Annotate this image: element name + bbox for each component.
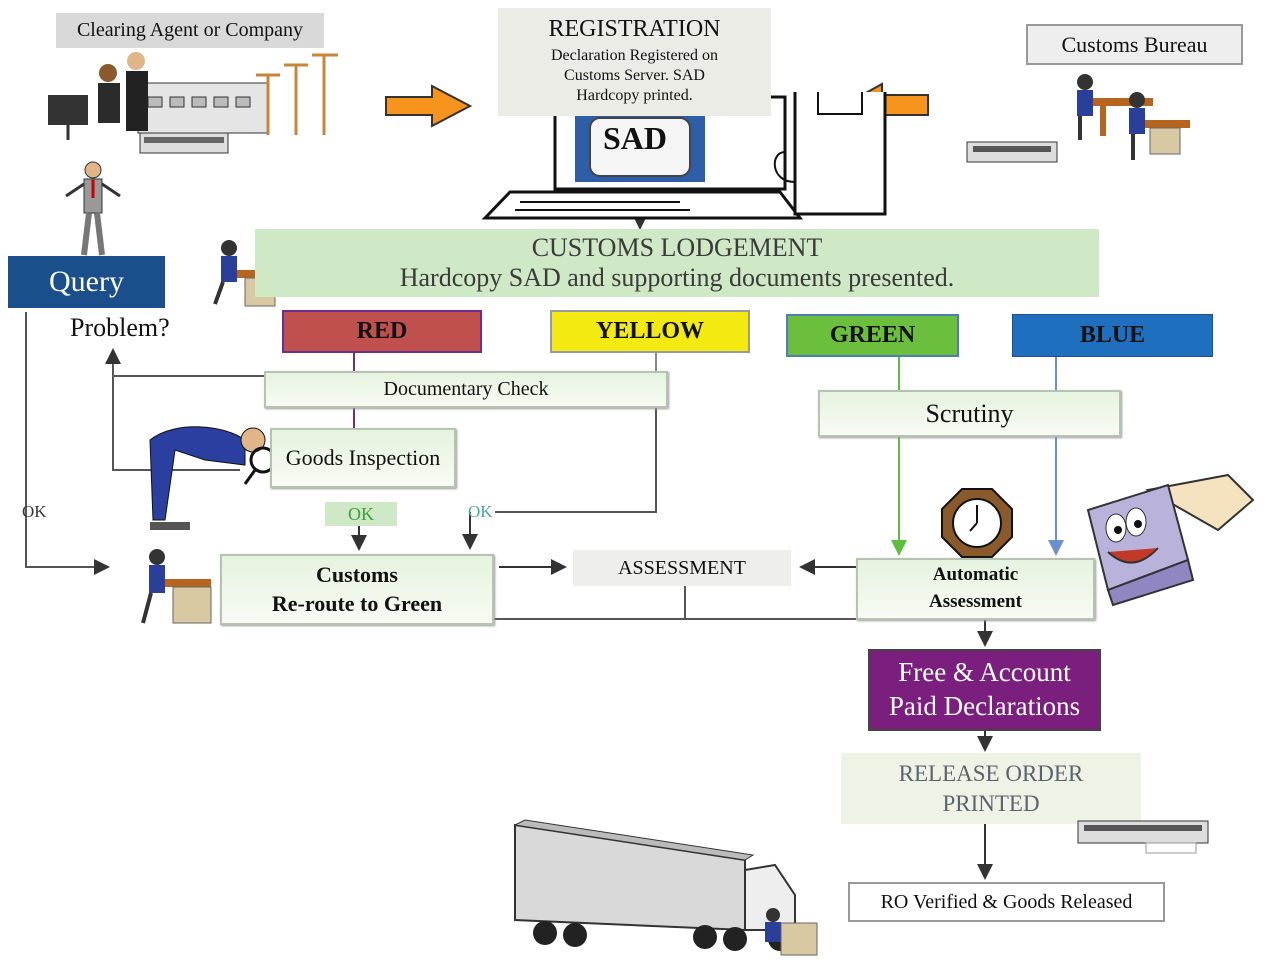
sad-label: SAD <box>603 120 668 156</box>
fax-machine-cartoon-icon <box>1086 473 1255 607</box>
ok-label-yellow: OK <box>468 502 493 521</box>
reroute-line2: Re-route to Green <box>271 590 443 616</box>
channel-green: GREEN <box>786 314 959 357</box>
automatic-assessment-box: Automatic Assessment <box>856 558 1095 620</box>
customs-bureau-label: Customs Bureau <box>1026 24 1243 65</box>
goods-inspection-box: Goods Inspection <box>270 428 456 488</box>
free-account-box: Free & Account Paid Declarations <box>868 649 1101 731</box>
channel-yellow: YELLOW <box>550 310 750 353</box>
lodgement-subtitle: Hardcopy SAD and supporting documents pr… <box>399 263 955 292</box>
scrutiny-box: Scrutiny <box>818 390 1121 437</box>
reroute-clerk-icon <box>141 549 212 624</box>
inspection-problem-line <box>112 376 240 471</box>
office-factory-icon <box>48 52 338 154</box>
ok-label-left: OK <box>22 502 47 521</box>
doccheck-problem-arrow <box>105 348 265 377</box>
orange-arrow-right-icon <box>385 84 472 128</box>
release-line1: RELEASE ORDER <box>898 760 1084 786</box>
free-line2: Paid Declarations <box>888 691 1081 721</box>
yellow-ok-line <box>495 406 657 513</box>
release-order-box: RELEASE ORDER PRINTED <box>841 753 1141 824</box>
documentary-check-box: Documentary Check <box>264 371 668 408</box>
channel-blue: BLUE <box>1012 314 1213 357</box>
clearing-agent-label: Clearing Agent or Company <box>56 13 324 48</box>
inspector-magnifier-icon <box>149 426 277 530</box>
channel-red: RED <box>282 310 482 353</box>
release-line2: PRINTED <box>942 790 1040 816</box>
registration-box: REGISTRATION Declaration Registered on C… <box>498 8 771 116</box>
confused-man-icon <box>65 161 121 256</box>
truck-icon <box>513 819 818 956</box>
automatic-line2: Assessment <box>929 591 1022 612</box>
ro-verified-box: RO Verified & Goods Released <box>848 882 1165 922</box>
assessment-box: ASSESSMENT <box>573 550 791 586</box>
bureau-staff-icon <box>966 74 1190 163</box>
ok-label-inspection: OK <box>325 502 397 526</box>
problem-label: Problem? <box>70 313 170 342</box>
automatic-line1: Automatic <box>932 564 1019 586</box>
customs-lodgement-box: CUSTOMS LODGEMENT Hardcopy SAD and suppo… <box>255 229 1099 297</box>
lodgement-title: CUSTOMS LODGEMENT <box>531 233 823 263</box>
printer-icon <box>1077 820 1209 854</box>
customs-reroute-box: Customs Re-route to Green <box>220 554 494 625</box>
registration-title: REGISTRATION <box>548 16 721 42</box>
free-line1: Free & Account <box>898 657 1071 688</box>
registration-body: Declaration Registered on Customs Server… <box>550 46 719 104</box>
reroute-line1: Customs <box>316 561 398 587</box>
query-ok-arrow <box>25 312 110 575</box>
clock-icon <box>941 488 1013 558</box>
query-button[interactable]: Query <box>8 256 165 308</box>
